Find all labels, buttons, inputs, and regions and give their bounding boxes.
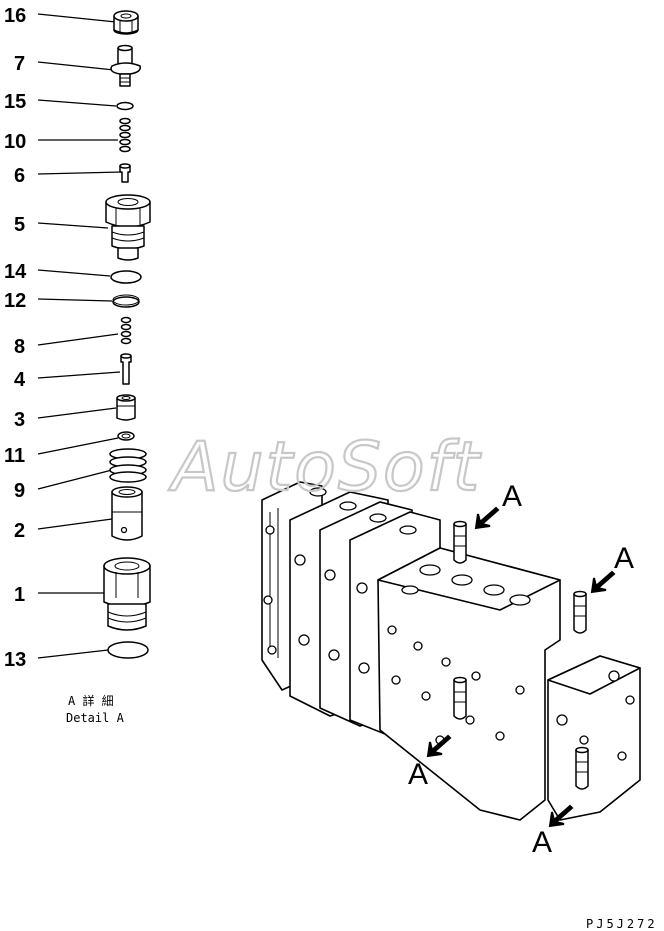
- leader-line: [37, 99, 117, 107]
- arrow-a-1: A: [474, 480, 522, 530]
- ring-part: [117, 431, 135, 441]
- cap-nut-part: [113, 10, 139, 35]
- leader-line: [37, 333, 119, 346]
- relief-valve-4: [575, 746, 589, 790]
- callout-6: 6: [14, 165, 123, 187]
- backup-ring-part: [112, 294, 140, 308]
- leader-line: [37, 518, 113, 530]
- arrow-a-3: A: [408, 734, 452, 791]
- svg-text:13: 13: [4, 649, 26, 671]
- svg-text:A: A: [502, 480, 522, 513]
- callout-1: 1: [14, 584, 104, 606]
- valve-assembly: [261, 481, 641, 821]
- sleeve-part: [111, 486, 143, 541]
- svg-text:14: 14: [4, 261, 27, 283]
- svg-text:15: 15: [4, 91, 26, 113]
- leader-line: [37, 469, 113, 490]
- spring-large-part: [109, 448, 147, 483]
- pointer-arrow-icon: [426, 734, 452, 758]
- drawing-code: PJ5J272: [586, 917, 658, 931]
- svg-text:1: 1: [14, 584, 25, 606]
- svg-text:3: 3: [14, 409, 25, 431]
- callout-11: 11: [4, 437, 119, 467]
- callout-3: 3: [14, 407, 117, 431]
- callout-7: 7: [14, 53, 115, 75]
- callout-9: 9: [14, 469, 113, 502]
- spring-part: [120, 316, 132, 345]
- svg-text:6: 6: [14, 165, 25, 187]
- piston-part: [120, 353, 132, 385]
- body-part: [103, 557, 151, 631]
- svg-text:4: 4: [14, 369, 26, 391]
- leader-line: [37, 371, 121, 379]
- svg-text:7: 7: [14, 53, 25, 75]
- o-ring-small-part: [116, 101, 134, 111]
- poppet-part: [119, 163, 131, 183]
- adjust-screw-part: [110, 44, 142, 87]
- svg-text:5: 5: [14, 214, 25, 236]
- callout-16: 16: [4, 5, 117, 27]
- spring-small-part: [119, 117, 131, 153]
- leader-line: [37, 437, 119, 455]
- svg-text:A: A: [408, 758, 428, 791]
- svg-text:A: A: [614, 542, 634, 575]
- relief-valve-2: [573, 590, 587, 634]
- watermark: AutoSoft: [168, 428, 482, 507]
- leader-line: [37, 171, 123, 175]
- leader-line: [37, 298, 113, 302]
- o-ring-part: [110, 270, 142, 284]
- callout-14: 14: [4, 261, 111, 283]
- o-ring-large-part: [107, 641, 149, 659]
- detail-caption-en: Detail A: [66, 711, 125, 725]
- pointer-arrow-icon: [590, 570, 616, 594]
- detail-caption-jp: A 詳 細: [68, 693, 114, 708]
- leader-line: [37, 269, 111, 277]
- callout-2: 2: [14, 518, 113, 542]
- callout-4: 4: [14, 369, 121, 391]
- exploded-parts: [103, 10, 151, 659]
- svg-text:A: A: [532, 826, 552, 859]
- svg-text:10: 10: [4, 131, 26, 153]
- svg-text:2: 2: [14, 520, 25, 542]
- arrow-a-2: A: [590, 542, 634, 594]
- leader-line: [37, 649, 109, 659]
- svg-text:8: 8: [14, 336, 25, 358]
- seat-part: [116, 394, 136, 421]
- leader-line: [37, 407, 117, 419]
- leader-line: [37, 61, 115, 71]
- relief-valve-3: [453, 676, 467, 720]
- svg-text:11: 11: [4, 445, 25, 467]
- callout-10: 10: [4, 131, 118, 153]
- callout-8: 8: [14, 333, 119, 358]
- arrow-a-4: A: [532, 804, 574, 859]
- svg-text:16: 16: [4, 5, 26, 27]
- holder-part: [105, 194, 151, 261]
- callout-12: 12: [4, 290, 113, 312]
- pointer-arrow-icon: [474, 506, 500, 530]
- leader-line: [37, 13, 117, 23]
- svg-text:9: 9: [14, 480, 25, 502]
- callout-5: 5: [14, 214, 109, 236]
- leader-line: [37, 222, 109, 229]
- relief-valve-1: [453, 520, 467, 564]
- callout-15: 15: [4, 91, 117, 113]
- callout-13: 13: [4, 649, 109, 671]
- svg-text:12: 12: [4, 290, 26, 312]
- pointer-arrow-icon: [548, 804, 574, 828]
